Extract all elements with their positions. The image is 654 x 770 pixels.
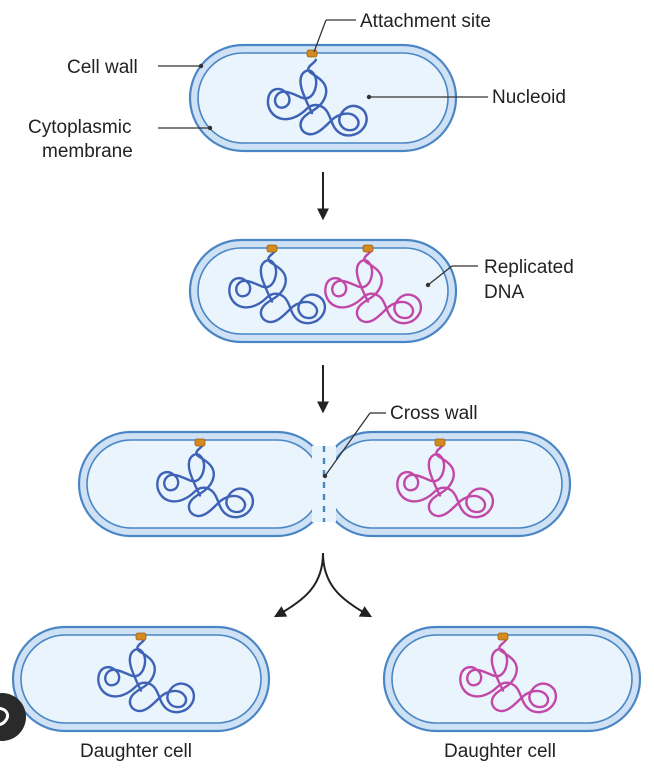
attachment-site bbox=[434, 438, 446, 447]
split-arrow-left bbox=[273, 552, 324, 618]
attachment-site-label: Attachment site bbox=[360, 11, 491, 32]
cytoplasmic-membrane-label-line2: membrane bbox=[42, 141, 133, 162]
attachment-site bbox=[497, 632, 509, 641]
corner-badge-icon[interactable] bbox=[0, 693, 26, 741]
attachment-site bbox=[194, 438, 206, 447]
cytoplasmic-membrane bbox=[391, 634, 633, 724]
nucleoid-label: Nucleoid bbox=[492, 87, 566, 108]
attachment-site bbox=[266, 244, 278, 253]
daughter-cell-label-right: Daughter cell bbox=[444, 741, 556, 762]
replicating-cell bbox=[188, 238, 458, 344]
split-arrow-right bbox=[322, 552, 373, 618]
cross-wall-label: Cross wall bbox=[390, 403, 478, 424]
attachment-site bbox=[135, 632, 147, 641]
daughter-cell-left bbox=[11, 625, 271, 733]
cell-wall-label: Cell wall bbox=[67, 57, 138, 78]
cytoplasmic-membrane-label-line1: Cytoplasmic bbox=[28, 117, 131, 138]
attachment-site bbox=[362, 244, 374, 253]
cytoplasmic-membrane bbox=[197, 52, 449, 144]
replicated-dna-label-line1: Replicated bbox=[484, 257, 574, 278]
replicated-dna-label-line2: DNA bbox=[484, 282, 524, 303]
attachment-site bbox=[306, 49, 318, 58]
parent-cell bbox=[188, 43, 458, 153]
dividing-cell bbox=[77, 430, 572, 538]
daughter-cell-right bbox=[382, 625, 642, 733]
daughter-cell-label-left: Daughter cell bbox=[80, 741, 192, 762]
